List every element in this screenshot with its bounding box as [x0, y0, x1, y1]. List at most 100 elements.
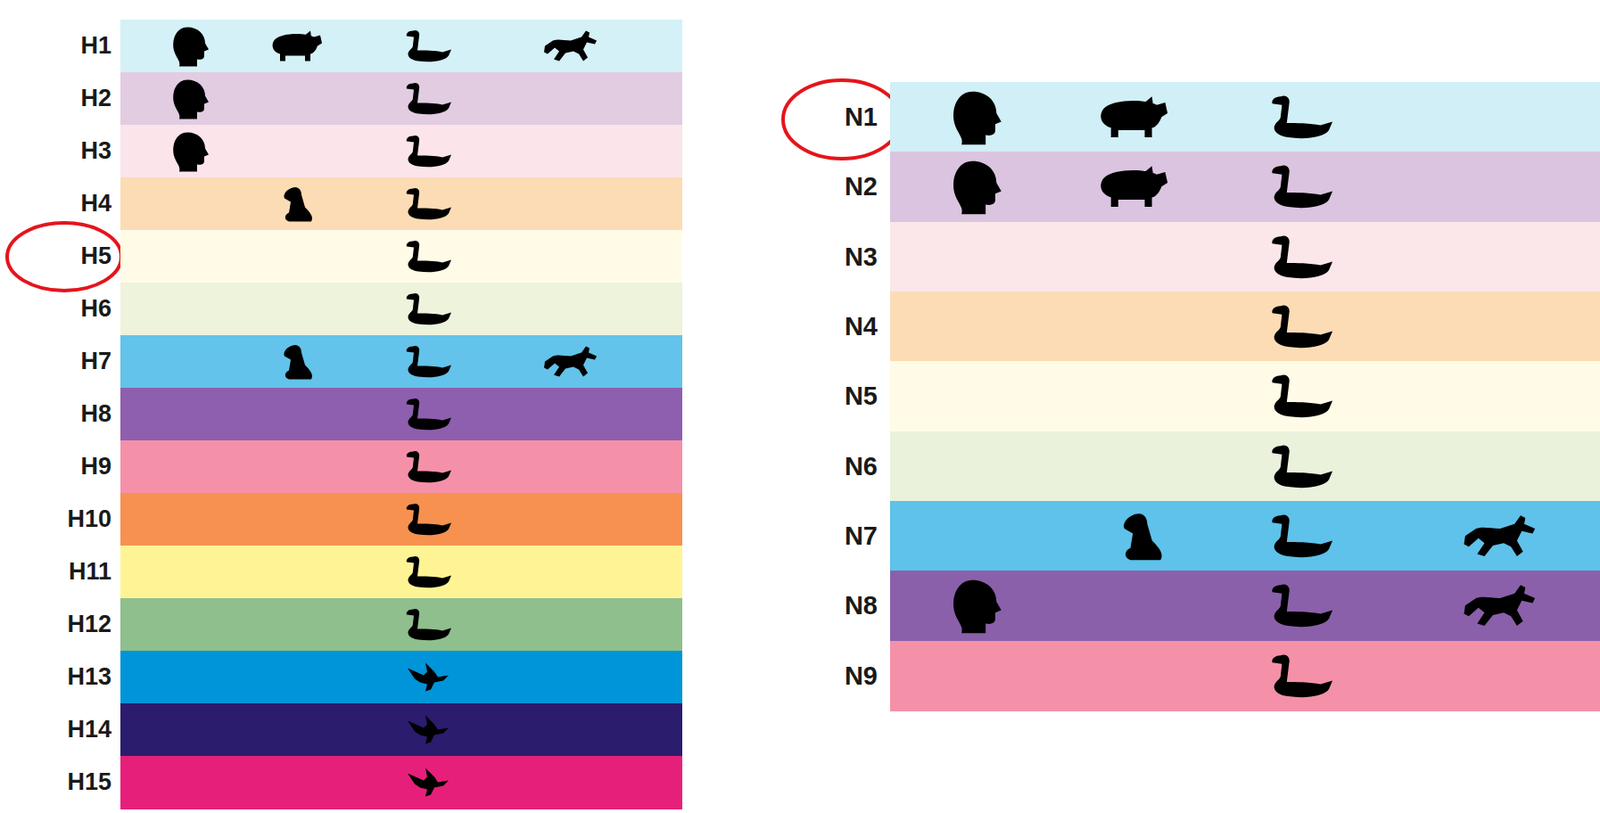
duck-icon [406, 451, 452, 483]
subtype-label: H7 [80, 335, 112, 388]
fly-icon [407, 716, 449, 745]
duck-icon [1271, 95, 1333, 139]
subtype-band: H8 [120, 387, 683, 442]
duck-icon [406, 398, 452, 430]
subtype-label: N5 [844, 361, 878, 431]
head-icon [953, 580, 1002, 634]
subtype-band: H7 [120, 335, 683, 389]
head-icon [173, 132, 209, 173]
pig-icon [1100, 166, 1168, 208]
subtype-label: H14 [66, 703, 112, 757]
host-icons [120, 493, 683, 546]
subtype-label: H2 [80, 72, 112, 125]
duck-icon [1271, 654, 1333, 698]
subtype-band: N1 [890, 82, 1600, 153]
subtype-band: H6 [120, 282, 683, 337]
host-icons [120, 598, 683, 652]
host-icons [890, 151, 1600, 222]
subtype-label: H12 [66, 598, 112, 652]
horse-icon [1464, 585, 1536, 627]
head-icon [953, 161, 1002, 215]
subtype-band: N3 [890, 222, 1600, 293]
duck-icon [406, 346, 452, 378]
subtype-band: H13 [120, 651, 683, 705]
host-icons [120, 282, 683, 336]
subtype-band: H9 [120, 440, 683, 495]
host-icons [890, 501, 1600, 571]
fly-icon [407, 768, 449, 798]
host-icons [890, 291, 1600, 362]
seal-icon [283, 345, 313, 380]
subtype-band: N2 [890, 151, 1600, 223]
subtype-band: H5 [120, 230, 683, 284]
subtype-band: H4 [120, 177, 683, 231]
seal-icon [283, 187, 313, 223]
host-icons [890, 641, 1600, 711]
horse-icon [544, 346, 597, 378]
subtype-band: N9 [890, 641, 1600, 712]
subtype-label: N9 [844, 641, 878, 711]
duck-icon [1271, 514, 1333, 558]
duck-icon [406, 556, 452, 588]
subtype-label: H11 [68, 545, 112, 599]
fly-icon [407, 663, 449, 693]
horse-icon [544, 31, 597, 62]
subtype-label: H9 [80, 440, 112, 494]
host-icons [120, 177, 683, 231]
subtype-label: H15 [66, 756, 112, 809]
duck-icon [406, 82, 452, 115]
subtype-label: N3 [844, 222, 878, 292]
horse-icon [1464, 515, 1536, 557]
host-icons [890, 82, 1600, 152]
subtype-label: N2 [844, 151, 878, 222]
highlight-circle [783, 80, 901, 159]
subtype-band: H2 [120, 72, 683, 126]
subtype-label: H6 [80, 282, 112, 336]
host-icons [120, 72, 683, 125]
duck-icon [406, 240, 452, 273]
host-icons [890, 431, 1600, 502]
subtype-band: H11 [120, 545, 683, 600]
host-icons [120, 545, 683, 599]
subtype-label: H8 [80, 387, 112, 441]
duck-icon [406, 503, 452, 536]
host-icons [120, 440, 683, 494]
host-icons [120, 387, 683, 441]
head-icon [173, 27, 209, 67]
pig-icon [272, 31, 322, 62]
subtype-band: N7 [890, 501, 1600, 572]
head-icon [953, 91, 1002, 145]
subtype-band: H12 [120, 598, 683, 652]
head-icon [173, 80, 209, 120]
subtype-band: H15 [120, 756, 683, 810]
seal-icon [1123, 513, 1163, 561]
subtype-band: H10 [120, 493, 683, 547]
subtype-label: H13 [66, 651, 112, 704]
duck-icon [1271, 305, 1333, 348]
pig-icon [1100, 96, 1168, 138]
subtype-label: N1 [844, 82, 878, 152]
subtype-label: H5 [80, 230, 112, 283]
subtype-label: H1 [80, 19, 112, 73]
duck-icon [406, 188, 452, 220]
subtype-band: N5 [890, 361, 1600, 432]
host-icons [890, 361, 1600, 431]
subtype-band: H14 [120, 703, 683, 758]
subtype-label: N4 [844, 291, 878, 362]
duck-icon [1271, 375, 1333, 419]
subtype-label: H10 [66, 493, 112, 546]
duck-icon [1271, 165, 1333, 209]
host-icons [120, 19, 683, 73]
subtype-band: N6 [890, 431, 1600, 503]
subtype-label: N8 [844, 570, 878, 641]
host-icons [120, 756, 683, 809]
subtype-band: H3 [120, 124, 683, 179]
host-icons [120, 703, 683, 757]
host-icons [120, 230, 683, 283]
duck-icon [406, 293, 452, 325]
duck-icon [1271, 585, 1333, 628]
subtype-label: H4 [80, 177, 112, 231]
subtype-band: N8 [890, 570, 1600, 642]
duck-icon [406, 135, 452, 167]
